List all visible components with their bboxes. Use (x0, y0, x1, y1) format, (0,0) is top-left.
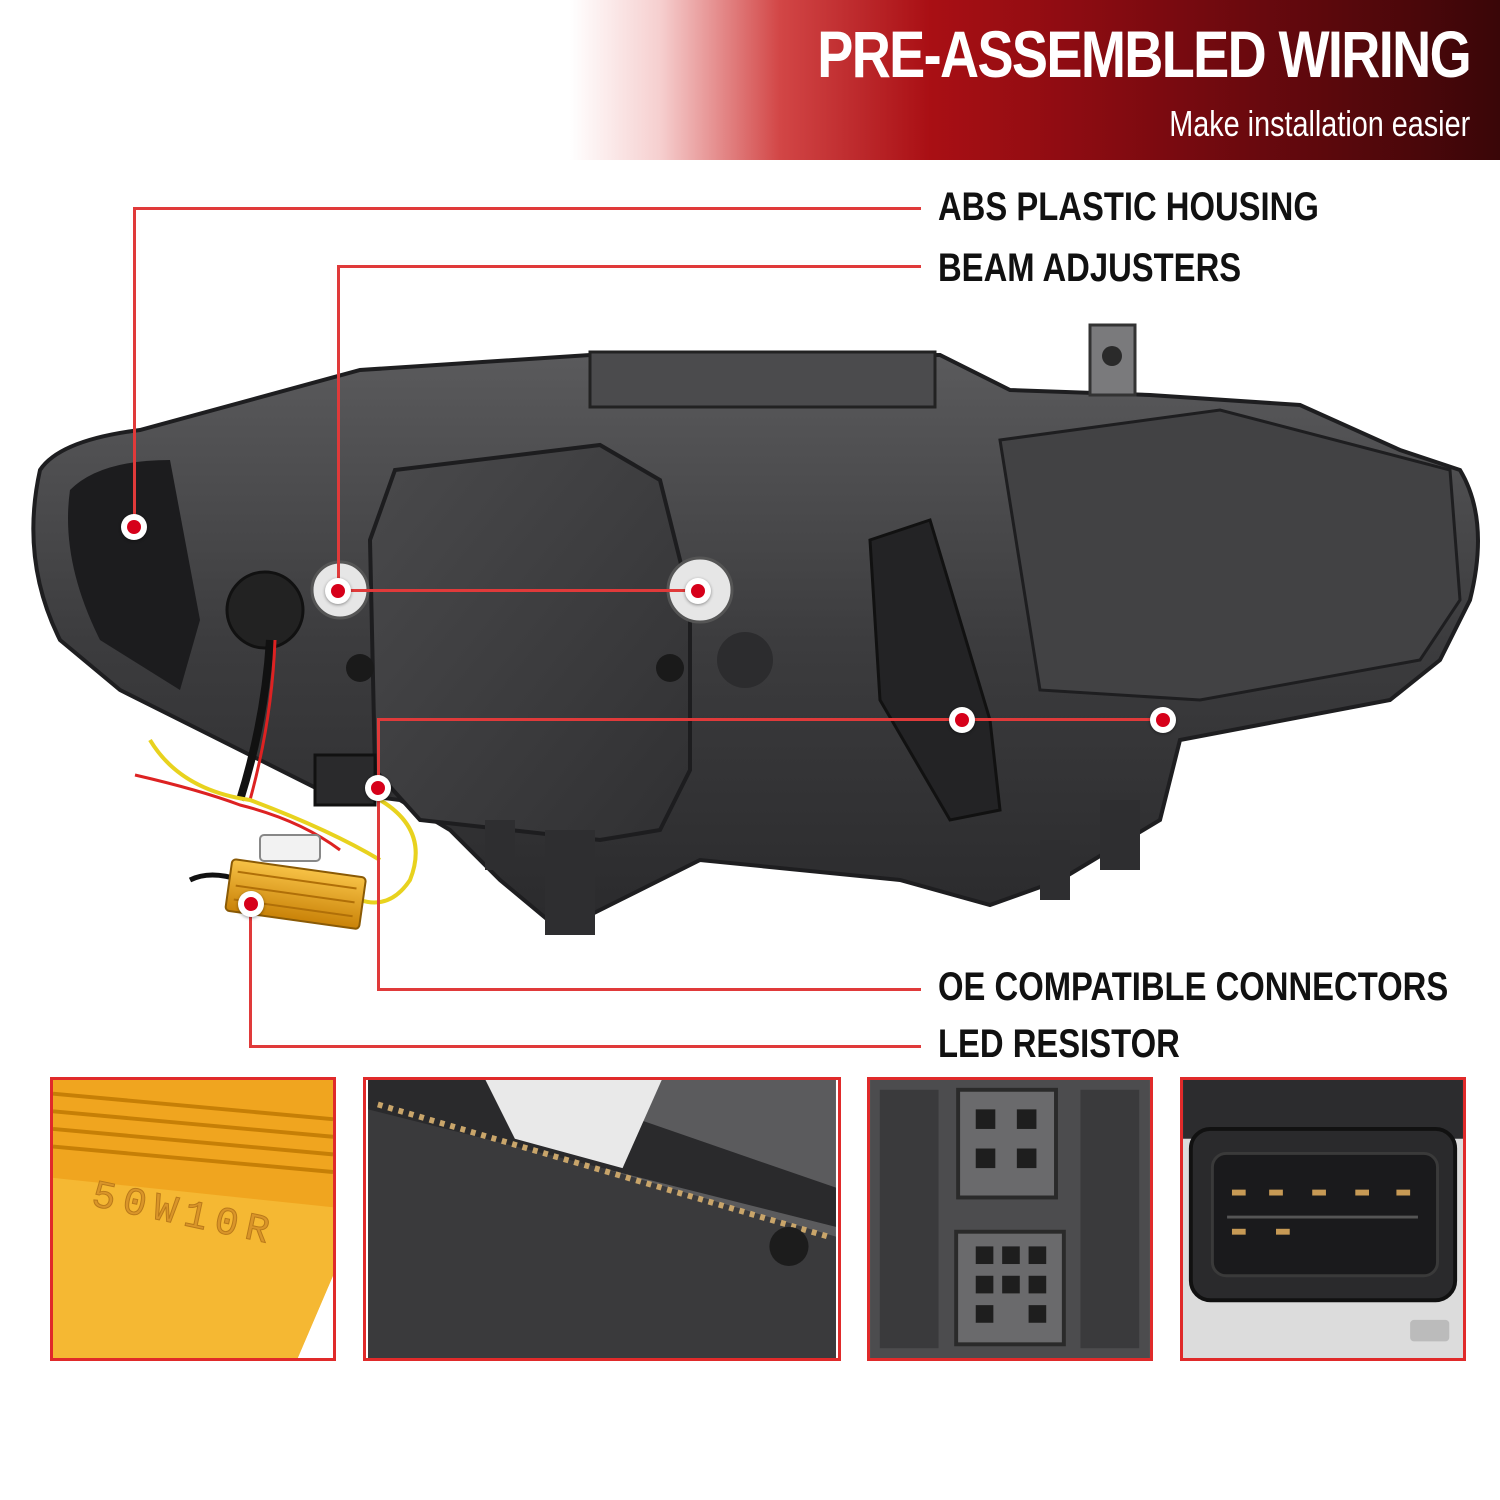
thumbnail-led-strip-vent (363, 1077, 841, 1361)
callout-dot-led-resistor (238, 891, 264, 917)
callout-line-connectors-horizontal (377, 988, 921, 991)
label-led-resistor: LED RESISTOR (938, 1022, 1180, 1066)
label-abs-plastic-housing: ABS PLASTIC HOUSING (938, 185, 1319, 229)
callout-line-resistor-vertical (249, 903, 252, 1048)
thumbnail-multi-pin-connector (1180, 1077, 1466, 1361)
callout-line-abs-vertical (133, 207, 136, 527)
callout-line-connectors-top (377, 718, 1163, 721)
callout-line-beam-link (337, 589, 697, 592)
callout-dot-connector-middle (949, 707, 975, 733)
callout-dot-connector-left (365, 775, 391, 801)
callout-dot-beam-adjuster-right (685, 578, 711, 604)
callout-dot-abs-housing (121, 514, 147, 540)
callout-dot-connector-right (1150, 707, 1176, 733)
thumbnail-led-resistor: 50W10R (50, 1077, 336, 1361)
banner-title: PRE-ASSEMBLED WIRING (817, 17, 1471, 91)
callout-line-resistor-horizontal (249, 1045, 921, 1048)
callout-line-beam-vertical (337, 265, 340, 590)
label-beam-adjusters: BEAM ADJUSTERS (938, 246, 1242, 290)
label-oe-compatible-connectors: OE COMPATIBLE CONNECTORS (938, 965, 1449, 1009)
header-banner: PRE-ASSEMBLED WIRING Make installation e… (0, 0, 1500, 160)
callout-dot-beam-adjuster-left (325, 578, 351, 604)
bulb-cover-cap (367, 442, 692, 843)
callout-line-beam-horizontal (337, 265, 921, 268)
callout-line-connectors-vertical (377, 718, 380, 990)
banner-subtitle: Make installation easier (1169, 103, 1470, 144)
thumbnail-dual-connectors (867, 1077, 1153, 1361)
callout-line-abs-horizontal (133, 207, 921, 210)
